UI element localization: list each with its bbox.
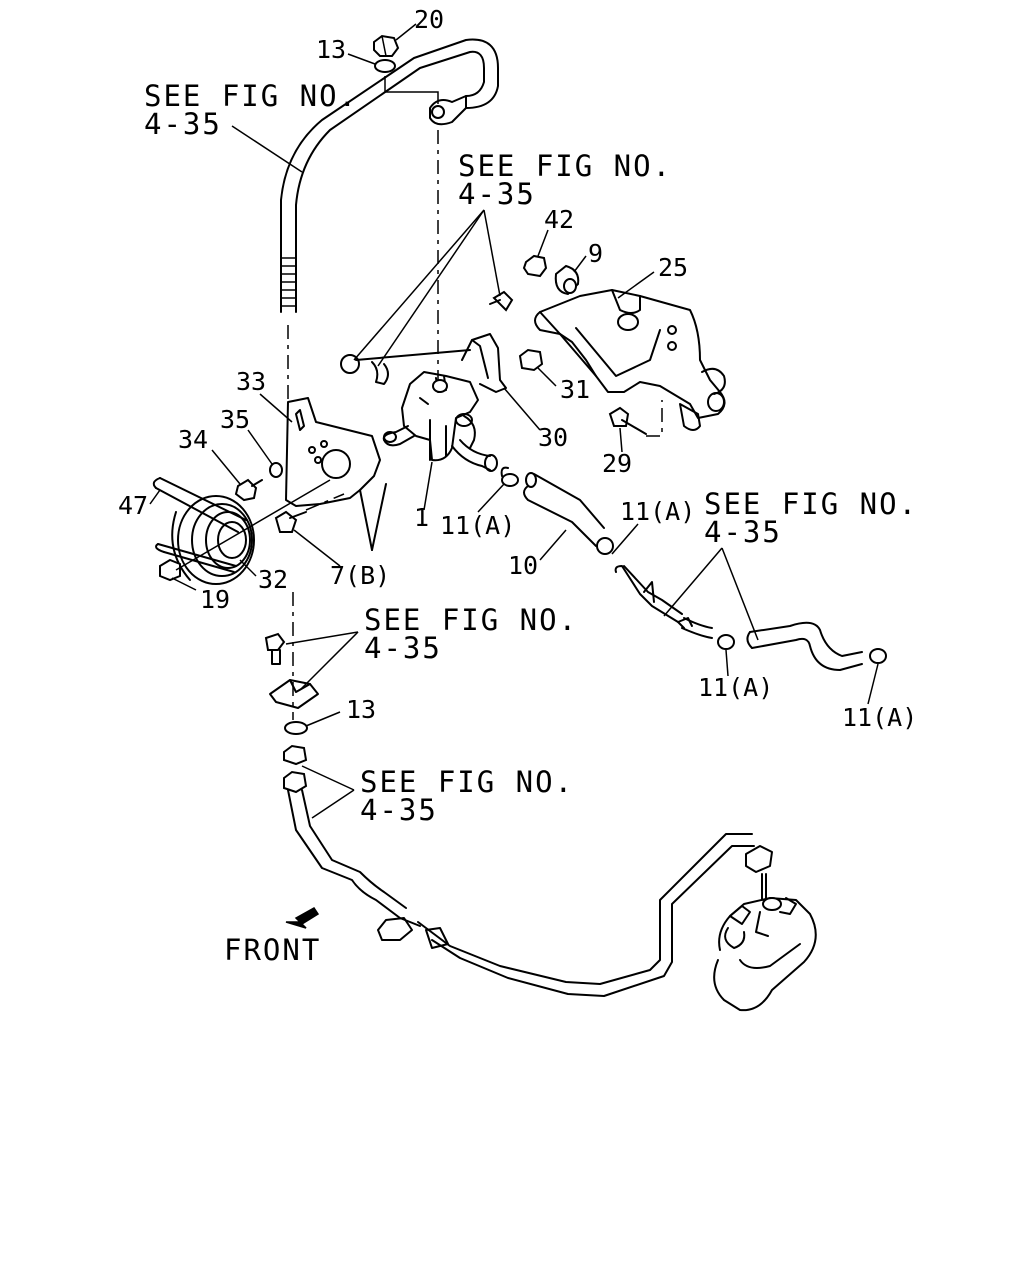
washer-13-lower	[284, 721, 308, 735]
label-9: 9	[588, 239, 603, 268]
pulley-bracket-33	[285, 397, 387, 551]
bushing-9	[554, 264, 580, 296]
svg-text:SEE FIG NO.: SEE FIG NO.	[360, 765, 574, 799]
label-11a-pump: 11(A)	[440, 511, 515, 540]
label-31: 31	[560, 375, 590, 404]
label-42: 42	[544, 205, 574, 234]
front-arrow-icon	[285, 907, 320, 929]
return-hose-10	[523, 472, 614, 555]
clamp-11a-lower1	[717, 634, 735, 650]
label-20: 20	[414, 5, 444, 34]
label-32: 32	[258, 565, 288, 594]
see-fig-reference-b: SEE FIG NO. 4-35	[458, 149, 672, 211]
banjo-bolt	[489, 290, 514, 312]
label-35: 35	[220, 405, 250, 434]
front-direction-label: FRONT	[224, 933, 321, 967]
power-steering-pump-1	[382, 371, 498, 472]
bolt-29	[608, 400, 663, 437]
hose-clip-lower	[269, 679, 319, 709]
nut-20	[373, 34, 400, 57]
svg-text:4-35: 4-35	[360, 793, 438, 827]
nut-19	[159, 558, 181, 582]
label-10: 10	[508, 551, 538, 580]
return-pipe	[614, 565, 713, 639]
steering-gear-box	[713, 897, 817, 1012]
svg-text:4-35: 4-35	[144, 107, 222, 141]
svg-text:4-35: 4-35	[458, 177, 536, 211]
see-fig-reference-d: SEE FIG NO. 4-35	[364, 603, 578, 665]
part-number-labels: 20 13 42 9 25 31 33 35 34 30 29 47 1 11(…	[118, 5, 917, 732]
label-11a-lower2: 11(A)	[842, 703, 917, 732]
svg-text:SEE FIG NO.: SEE FIG NO.	[458, 149, 672, 183]
nut-31	[518, 348, 544, 372]
nut-42	[522, 254, 548, 278]
label-11a-lower1: 11(A)	[698, 673, 773, 702]
washer-13-top	[374, 59, 396, 73]
label-13-lower: 13	[346, 695, 376, 724]
svg-text:SEE FIG NO.: SEE FIG NO.	[364, 603, 578, 637]
label-19: 19	[200, 585, 230, 614]
hose-ribbed-end	[281, 257, 296, 307]
label-29: 29	[602, 449, 632, 478]
bolt-7b	[274, 493, 345, 533]
svg-text:SEE FIG NO.: SEE FIG NO.	[144, 79, 358, 113]
pulley-32	[171, 495, 255, 585]
lower-pressure-pipe	[283, 744, 773, 997]
bracket-30	[461, 333, 507, 393]
label-7b: 7(B)	[330, 561, 390, 590]
label-13-top: 13	[316, 35, 346, 64]
see-fig-reference-e: SEE FIG NO. 4-35	[360, 765, 574, 827]
clamp-11a-lower2	[869, 648, 887, 664]
label-1: 1	[414, 503, 429, 532]
clamp-11a-pump	[500, 466, 519, 487]
label-25: 25	[658, 253, 688, 282]
bolt-34	[234, 478, 263, 502]
bracket-25	[534, 289, 726, 431]
see-fig-reference-a: SEE FIG NO. 4-35	[144, 79, 358, 141]
washer-35	[269, 462, 283, 478]
leader-lines	[149, 23, 879, 819]
svg-text:4-35: 4-35	[364, 631, 442, 665]
svg-text:SEE FIG NO.: SEE FIG NO.	[704, 487, 918, 521]
see-fig-reference-c: SEE FIG NO. 4-35	[704, 487, 918, 549]
clip-bolt	[264, 632, 286, 665]
label-34: 34	[178, 425, 208, 454]
hose-clip-bracket	[340, 349, 471, 385]
label-30: 30	[538, 423, 568, 452]
label-33: 33	[236, 367, 266, 396]
reservoir-hose	[746, 621, 863, 671]
svg-text:4-35: 4-35	[704, 515, 782, 549]
label-11a-upper: 11(A)	[620, 497, 695, 526]
label-47: 47	[118, 491, 148, 520]
